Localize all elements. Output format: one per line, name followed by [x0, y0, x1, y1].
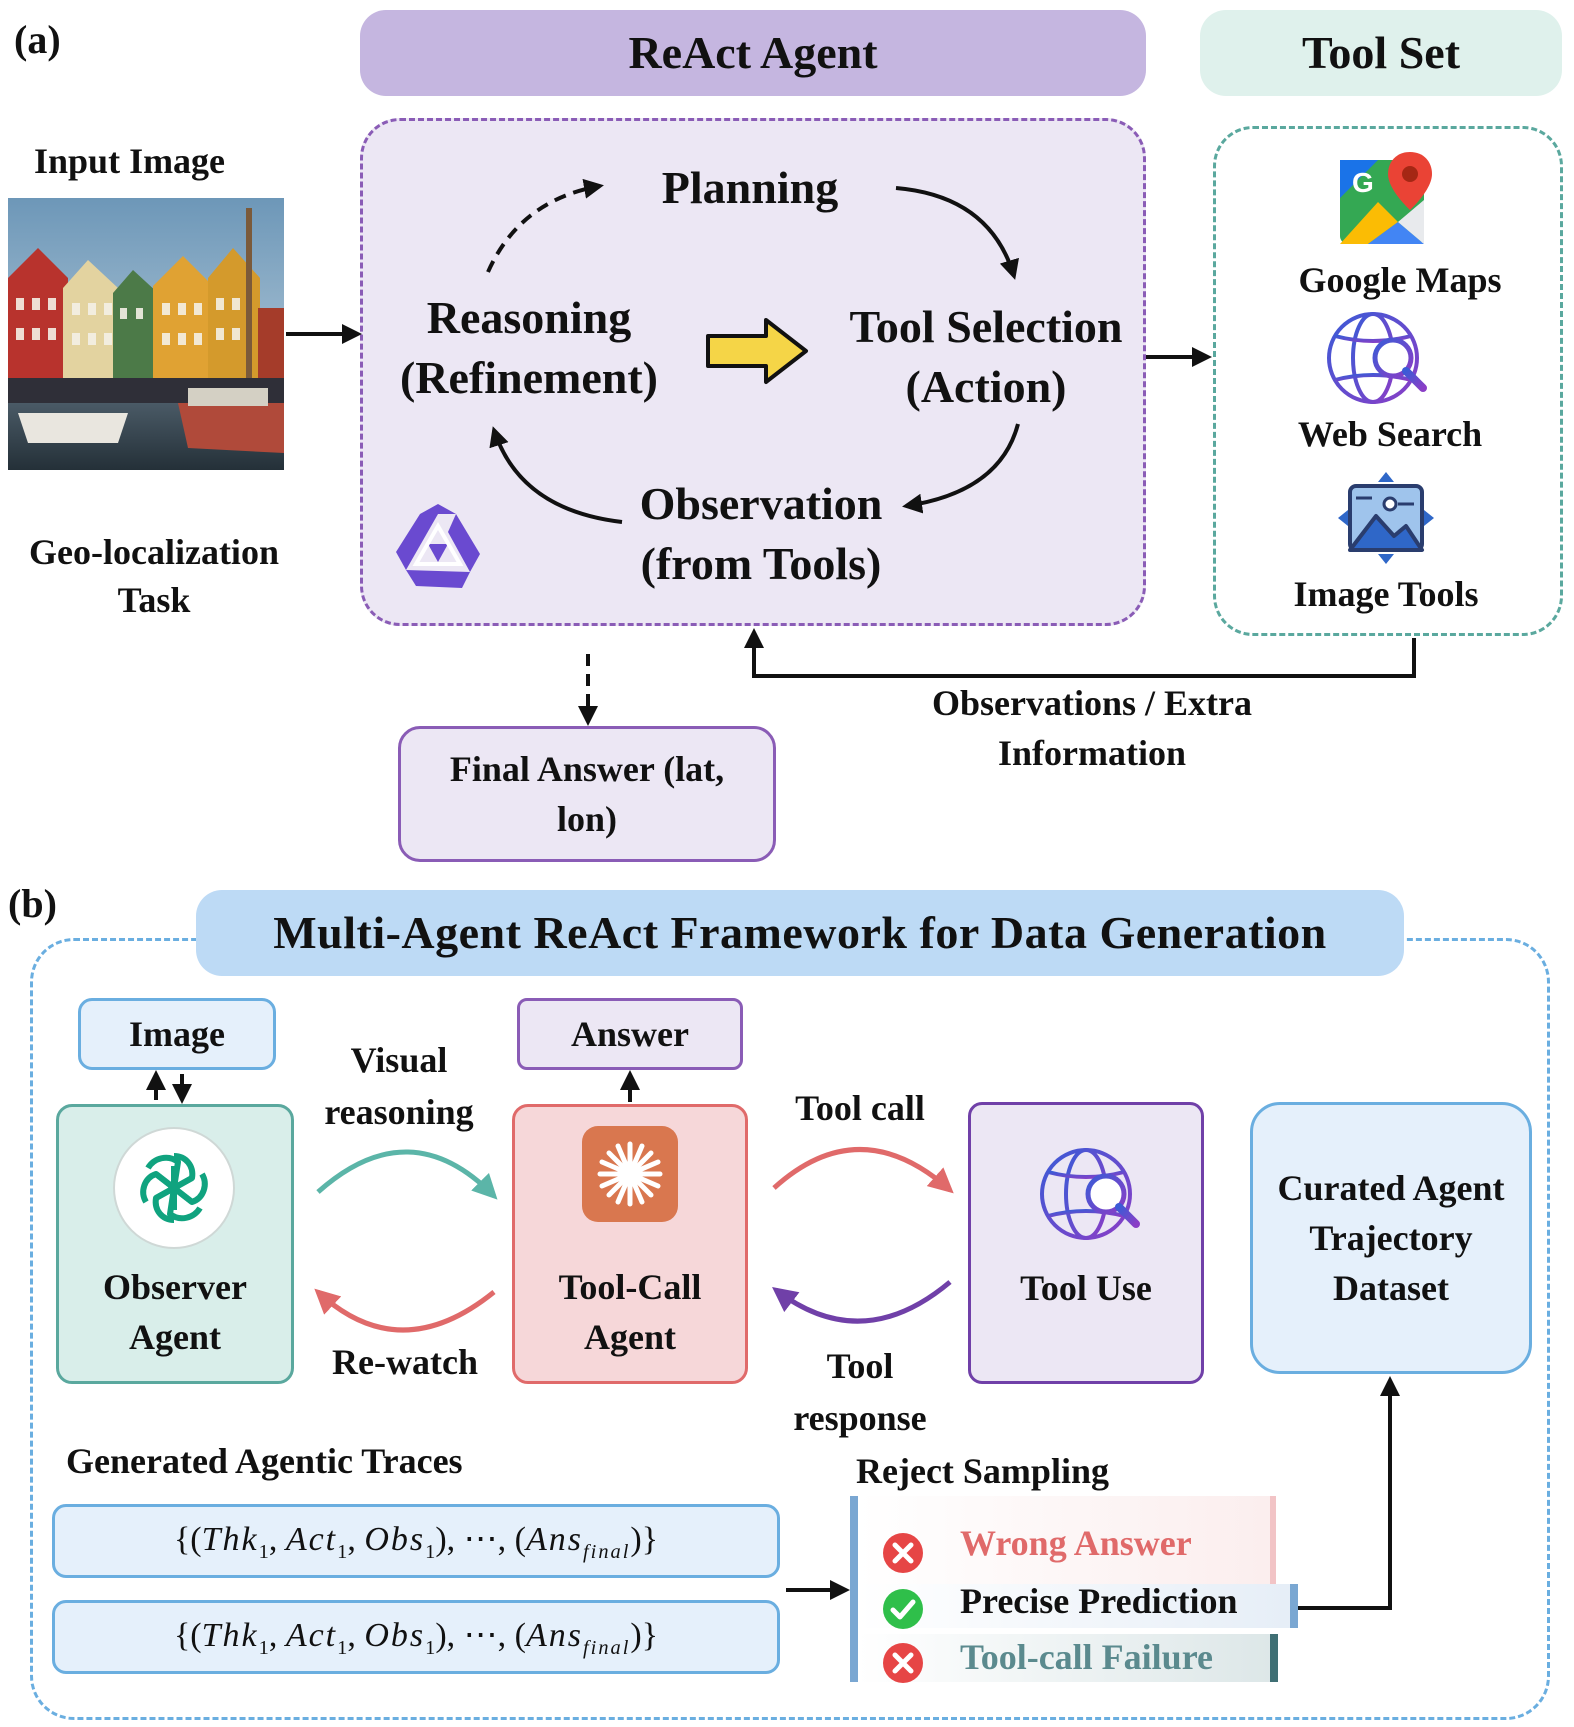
reasoning-label: Reasoning (Refinement) — [399, 292, 658, 403]
tool-response-label: Tool response — [793, 1346, 927, 1438]
visual-reasoning-label: Visual reasoning — [324, 1040, 474, 1132]
tool-set-title: Tool Set — [1301, 27, 1461, 78]
tool-use-label: Tool Use — [1020, 1268, 1152, 1308]
feedback-label: Observations / Extra Information — [932, 683, 1252, 773]
wrong-answer-icon — [882, 1532, 924, 1574]
task-label: Geo-localization Task — [29, 532, 279, 620]
web-search-icon — [1325, 310, 1429, 410]
reject-sampling-panel — [850, 1496, 858, 1682]
react-agent-title: ReAct Agent — [628, 27, 878, 78]
panel-b-label: (b) — [8, 881, 57, 926]
trace-ans: Ans — [525, 1616, 583, 1654]
trace-sub-final: final — [582, 1540, 631, 1563]
trace-obs: Obs — [364, 1520, 426, 1558]
observation-label: Observation (from Tools) — [639, 478, 883, 589]
tool-set-header: Tool Set — [1200, 10, 1562, 96]
precise-prediction-icon — [882, 1588, 924, 1630]
trace-sub: 1 — [258, 1636, 269, 1659]
trace-ellipsis: ⋯ — [463, 1616, 498, 1654]
tool-call-label: Tool call — [795, 1088, 925, 1128]
claude-logo-icon — [580, 1124, 680, 1224]
rewatch-label: Re-watch — [332, 1342, 478, 1382]
tool-use-web-search-icon — [1038, 1146, 1142, 1246]
precise-prediction-row — [858, 1584, 1298, 1628]
google-maps-icon: G — [1338, 150, 1438, 250]
image-tools-icon — [1336, 470, 1436, 566]
trace-sub: 1 — [337, 1540, 348, 1563]
answer-box-label: Answer — [571, 1014, 689, 1054]
answer-box: Answer — [517, 998, 743, 1070]
toolset-feedback-arrow — [744, 628, 1416, 678]
trace-sub: 1 — [337, 1636, 348, 1659]
trace-sub: 1 — [425, 1636, 436, 1659]
wrong-answer-row — [858, 1496, 1276, 1584]
curated-dataset-box: Curated Agent Trajectory Dataset — [1250, 1102, 1532, 1374]
toolcall-failure-label: Tool-call Failure — [960, 1637, 1214, 1677]
final-answer-box: Final Answer (lat, lon) — [398, 726, 776, 862]
image-box-label: Image — [129, 1014, 225, 1054]
planning-label: Planning — [661, 162, 839, 213]
trace-row: {(Thk1, Act1, Obs1), ⋯, (Ansfinal)} — [52, 1504, 780, 1578]
traces-title: Generated Agentic Traces — [66, 1441, 463, 1481]
tool-label-web-search: Web Search — [1297, 414, 1483, 454]
trace-ans: Ans — [525, 1520, 583, 1558]
trace-sub: 1 — [258, 1540, 269, 1563]
precise-prediction-label: Precise Prediction — [960, 1581, 1238, 1621]
trace-sub-final: final — [582, 1636, 631, 1659]
framework-title-pill: Multi-Agent ReAct Framework for Data Gen… — [196, 890, 1404, 976]
trace-thk: Thk — [201, 1616, 259, 1654]
panel-a-label: (a) — [14, 17, 61, 62]
framework-title: Multi-Agent ReAct Framework for Data Gen… — [273, 907, 1327, 958]
observer-agent-label: Observer Agent — [103, 1267, 247, 1357]
chatgpt-logo-icon — [112, 1126, 236, 1250]
qwen-logo-icon — [388, 500, 488, 600]
input-image — [8, 198, 284, 470]
trace-act: Act — [285, 1616, 338, 1654]
tool-label-image-tools: Image Tools — [1293, 574, 1479, 614]
trace-row: {(Thk1, Act1, Obs1), ⋯, (Ansfinal)} — [52, 1600, 780, 1674]
svg-text:G: G — [1352, 167, 1374, 198]
tool-label-google-maps: Google Maps — [1298, 260, 1502, 300]
reasoning-to-action-arrow-icon — [704, 316, 810, 386]
curated-dataset-label: Curated Agent Trajectory Dataset — [1277, 1168, 1505, 1308]
wrong-answer-label: Wrong Answer — [960, 1523, 1192, 1563]
trace-thk: Thk — [201, 1520, 259, 1558]
trace-obs: Obs — [364, 1616, 426, 1654]
tool-selection-label: Tool Selection (Action) — [849, 301, 1123, 412]
trace-ellipsis: ⋯ — [463, 1520, 498, 1558]
trace-sub: 1 — [425, 1540, 436, 1563]
image-box: Image — [78, 998, 276, 1070]
input-image-label: Input Image — [34, 141, 226, 181]
trace-act: Act — [285, 1520, 338, 1558]
react-agent-header: ReAct Agent — [360, 10, 1146, 96]
toolcall-failure-icon — [882, 1642, 924, 1684]
toolcall-agent-label: Tool-Call Agent — [558, 1267, 702, 1357]
final-answer-label: Final Answer (lat, lon) — [449, 749, 725, 839]
toolcall-failure-row — [858, 1634, 1278, 1682]
reject-sampling-title: Reject Sampling — [856, 1451, 1109, 1491]
